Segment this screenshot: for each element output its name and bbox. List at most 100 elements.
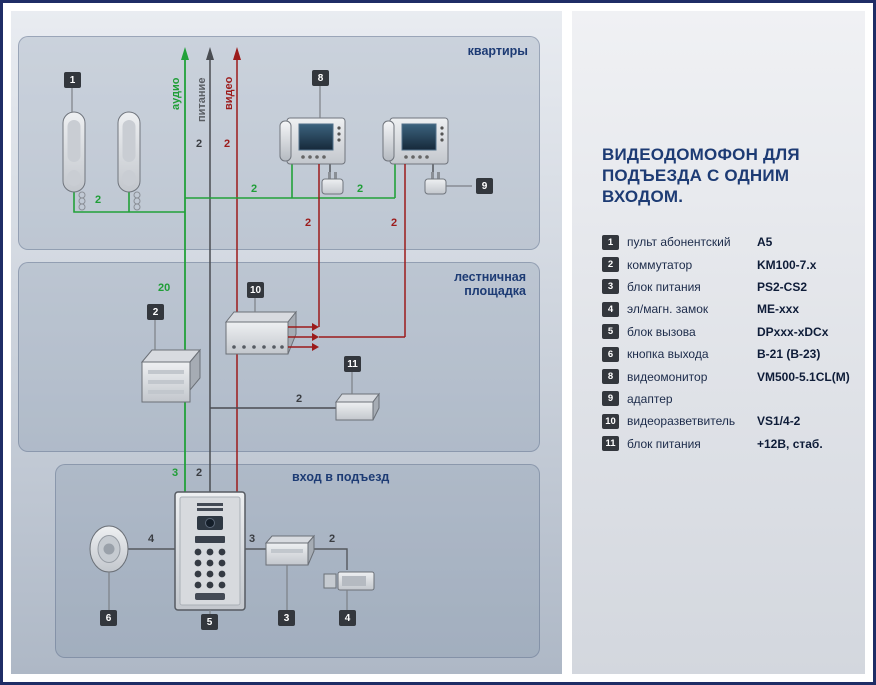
legend-model: A5 bbox=[757, 235, 773, 250]
devices bbox=[62, 111, 449, 611]
legend-badge: 2 bbox=[602, 257, 619, 273]
device-badge-2: 2 bbox=[147, 304, 164, 320]
audio-up-arrow-icon bbox=[181, 47, 189, 60]
legend-name: блок питания bbox=[627, 436, 701, 451]
exit-button-icon bbox=[89, 525, 129, 573]
wire-count-label: 2 bbox=[196, 138, 203, 150]
device-badge-5: 5 bbox=[201, 614, 218, 630]
wires-under bbox=[73, 47, 434, 570]
legend-badge: 4 bbox=[602, 301, 619, 317]
zone-landing-label-line2: площадка bbox=[464, 284, 526, 298]
video-splitter-icon bbox=[224, 310, 298, 355]
legend-panel bbox=[572, 11, 865, 674]
magnetic-lock-icon bbox=[323, 571, 375, 591]
wire-count-label: 2 bbox=[196, 467, 203, 479]
wire-count-label: 2 bbox=[251, 183, 258, 195]
wire-count-label: 3 bbox=[249, 533, 256, 545]
device-badge-8: 8 bbox=[312, 70, 329, 86]
legend-row: 3 блок питания PS2-CS2 bbox=[602, 276, 860, 298]
legend-name: блок вызова bbox=[627, 324, 696, 339]
legend-name: коммутатор bbox=[627, 257, 693, 272]
legend-badge: 5 bbox=[602, 324, 619, 340]
device-badge-10: 10 bbox=[247, 282, 264, 298]
wires-over bbox=[71, 86, 472, 614]
legend-badge: 8 bbox=[602, 369, 619, 385]
legend-model: VS1/4-2 bbox=[757, 414, 801, 429]
legend-name: кнопка выхода bbox=[627, 347, 709, 362]
legend-row: 2 коммутатор KM100-7.x bbox=[602, 253, 860, 275]
audio-bus-label: аудио bbox=[170, 77, 182, 110]
wire-count-label: 2 bbox=[224, 138, 231, 150]
legend-row: 9 адаптер bbox=[602, 388, 860, 410]
badge-connector-lines bbox=[71, 86, 472, 614]
page-title-line1: ВИДЕОДОМОФОН ДЛЯ bbox=[602, 145, 800, 164]
call-panel-icon bbox=[174, 491, 246, 611]
legend-badge: 3 bbox=[602, 279, 619, 295]
splitter-arrow3-icon bbox=[312, 343, 319, 351]
handset-audio-wire bbox=[73, 192, 185, 213]
legend-name: видеомонитор bbox=[627, 369, 708, 384]
zone-landing-label: лестничная площадка bbox=[400, 270, 526, 298]
legend-model: KM100-7.x bbox=[757, 257, 817, 272]
psu-lock-wire bbox=[312, 548, 348, 570]
legend-list: 1 пульт абонентский A5 2 коммутатор KM10… bbox=[602, 231, 860, 455]
monitor2-video-riser bbox=[319, 164, 406, 338]
legend-row: 1 пульт абонентский A5 bbox=[602, 231, 860, 253]
zone-apartments-label: квартиры bbox=[467, 44, 528, 58]
legend-model: ME-xxx bbox=[757, 302, 800, 317]
legend-name: пульт абонентский bbox=[627, 235, 731, 250]
legend-name: видеоразветвитель bbox=[627, 414, 736, 429]
wire-count-label: 4 bbox=[148, 533, 155, 545]
wire-count-label: 2 bbox=[357, 183, 364, 195]
zone-landing bbox=[18, 262, 540, 452]
legend-badge: 6 bbox=[602, 346, 619, 362]
psu-entrance-icon bbox=[264, 534, 316, 566]
wire-count-label: 2 bbox=[296, 393, 303, 405]
device-badge-4: 4 bbox=[339, 610, 356, 626]
device-badge-3: 3 bbox=[278, 610, 295, 626]
adapter-1-icon bbox=[321, 172, 344, 195]
audio-handset-1-icon bbox=[62, 111, 86, 211]
legend-row: 4 эл/магн. замок ME-xxx bbox=[602, 298, 860, 320]
adapter-2-icon bbox=[424, 172, 447, 195]
audio-handset-2-icon bbox=[117, 111, 141, 211]
legend-name: эл/магн. замок bbox=[627, 302, 709, 317]
legend-name: блок питания bbox=[627, 279, 701, 294]
device-badge-11: 11 bbox=[344, 356, 361, 372]
legend-row: 11 блок питания +12В, стаб. bbox=[602, 433, 860, 455]
device-badge-6: 6 bbox=[100, 610, 117, 626]
psu-12v-icon bbox=[335, 392, 380, 421]
wire-count-label: 20 bbox=[158, 282, 171, 294]
splitter-arrow1-icon bbox=[312, 323, 319, 331]
zone-apartments bbox=[18, 36, 540, 250]
power-up-arrow-icon bbox=[206, 47, 214, 60]
legend-model: B-21 (B-23) bbox=[757, 347, 821, 362]
legend-model: +12В, стаб. bbox=[757, 436, 823, 451]
legend-badge: 1 bbox=[602, 234, 619, 250]
video-up-arrow-icon bbox=[233, 47, 241, 60]
legend-row: 6 кнопка выхода B-21 (B-23) bbox=[602, 343, 860, 365]
zone-entrance-label: вход в подъезд bbox=[292, 470, 390, 484]
wire-count-label: 2 bbox=[95, 194, 102, 206]
video-monitor-1-icon bbox=[279, 117, 346, 165]
page-title-line3: ВХОДОМ. bbox=[602, 187, 684, 206]
wire-count-label: 2 bbox=[305, 217, 312, 229]
wire-count-label: 3 bbox=[172, 467, 179, 479]
legend-name: адаптер bbox=[627, 391, 673, 406]
legend-badge: 10 bbox=[602, 413, 619, 429]
zone-landing-label-line1: лестничная bbox=[454, 270, 526, 284]
splitter-arrow2-icon bbox=[312, 333, 319, 341]
legend-row: 10 видеоразветвитель VS1/4-2 bbox=[602, 410, 860, 432]
legend-model: DPxxx-xDCx bbox=[757, 324, 829, 339]
page-title-line2: ПОДЪЕЗДА С ОДНИМ bbox=[602, 166, 790, 185]
video-bus-label: видео bbox=[223, 76, 235, 110]
video-monitor-2-icon bbox=[382, 117, 449, 165]
power-bus-label: питание bbox=[196, 77, 208, 122]
legend-badge: 9 bbox=[602, 391, 619, 407]
legend-row: 8 видеомонитор VM500-5.1CL(M) bbox=[602, 365, 860, 387]
device-badge-9: 9 bbox=[476, 178, 493, 194]
commutator-icon bbox=[140, 348, 202, 403]
device-badge-1: 1 bbox=[64, 72, 81, 88]
legend-row: 5 блок вызова DPxxx-xDCx bbox=[602, 321, 860, 343]
